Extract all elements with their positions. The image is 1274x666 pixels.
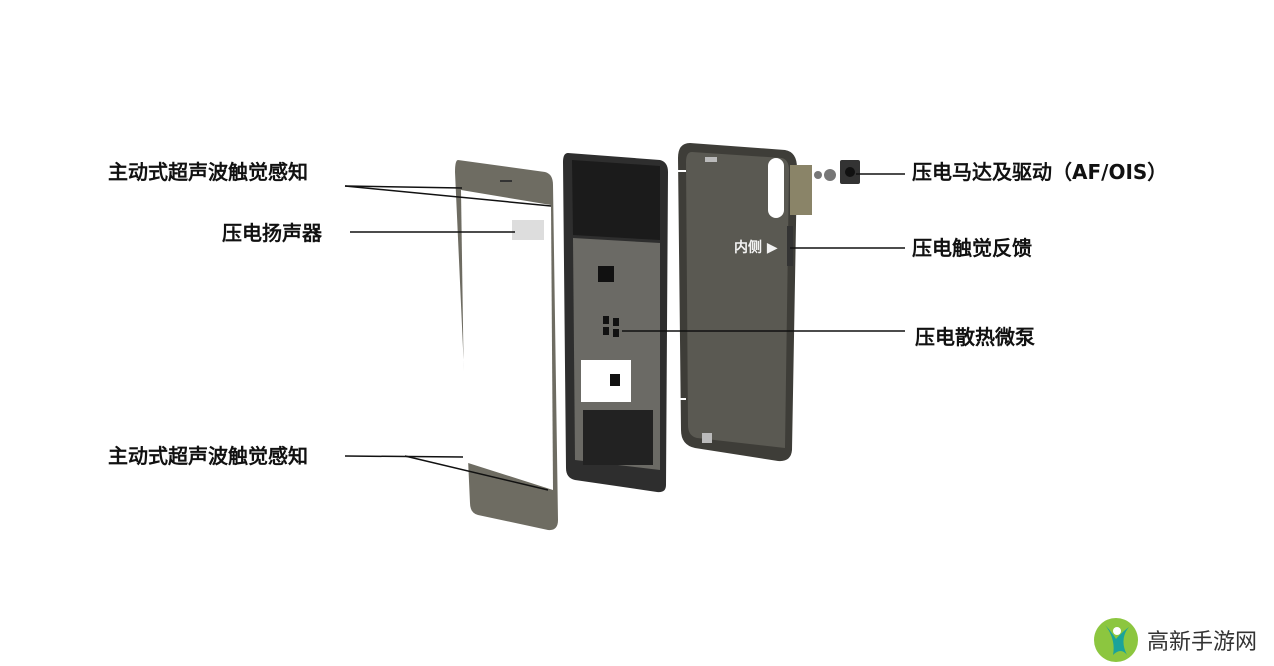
label-piezo-haptic-feedback: 压电触觉反馈 bbox=[912, 236, 1032, 260]
label-ultrasonic-haptic-bottom: 主动式超声波触觉感知 bbox=[108, 444, 308, 468]
watermark-text: 高新手游网 bbox=[1147, 630, 1258, 655]
back-case bbox=[676, 143, 797, 462]
label-piezo-micro-pump: 压电散热微泵 bbox=[915, 325, 1035, 349]
label-piezo-speaker: 压电扬声器 bbox=[222, 221, 322, 245]
leader-lines bbox=[344, 173, 905, 491]
watermark-logo-icon bbox=[1094, 618, 1138, 662]
label-piezo-motor: 压电马达及驱动（AF/OIS） bbox=[912, 160, 1168, 184]
inner-side-label: 内侧 ▶ bbox=[734, 240, 778, 256]
label-ultrasonic-haptic-top: 主动式超声波触觉感知 bbox=[108, 160, 308, 184]
watermark: 高新手游网 bbox=[1093, 617, 1257, 663]
camera-motor-module bbox=[790, 160, 860, 215]
front-glass-panel bbox=[455, 160, 558, 531]
middle-frame bbox=[563, 153, 668, 493]
